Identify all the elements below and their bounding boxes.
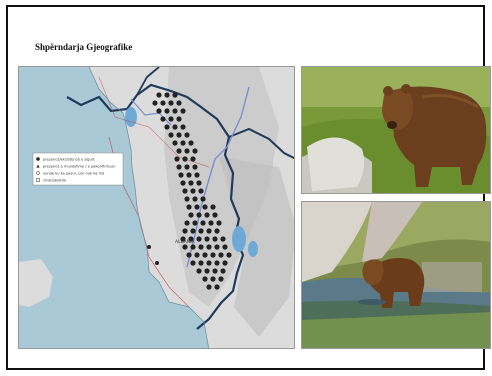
legend-open-circle-icon bbox=[36, 171, 40, 175]
bear-head bbox=[362, 259, 384, 285]
legend-item-2: prezencë e mundshme / e pakonfirmuar bbox=[43, 165, 116, 169]
bear-body bbox=[390, 86, 487, 187]
road-2 bbox=[98, 76, 210, 168]
legend-item-1: prezencë/ekzistencë e sigurt bbox=[43, 158, 95, 162]
border-north bbox=[136, 67, 160, 96]
legend-triangle-icon bbox=[36, 164, 40, 168]
bear-photo-bottom-image bbox=[302, 202, 490, 348]
land-italy bbox=[19, 259, 53, 307]
map-legend: prezencë/ekzistencë e sigurt prezencë e … bbox=[32, 152, 124, 186]
legend-item-4: riintroduktim bbox=[43, 179, 67, 183]
lake-shkodra bbox=[125, 107, 137, 127]
country-label: ALBANIA bbox=[175, 239, 195, 245]
legend-item-3: vende ku ka pasur, por nuk ka më bbox=[43, 172, 105, 176]
legend-filled-circle-icon bbox=[36, 157, 40, 161]
bear-photo-top-image bbox=[302, 67, 490, 193]
bear-photo-bottom bbox=[301, 201, 491, 349]
bear-head bbox=[382, 89, 413, 130]
map-svg: prezencë/ekzistencë e sigurt prezencë e … bbox=[19, 67, 294, 348]
lake-prespa bbox=[248, 241, 258, 257]
lake-ohrid bbox=[232, 226, 246, 252]
bear-photo-top bbox=[301, 66, 491, 194]
coastline bbox=[88, 67, 209, 348]
distribution-map: prezencë/ekzistencë e sigurt prezencë e … bbox=[18, 66, 295, 349]
legend-square-icon bbox=[36, 178, 40, 182]
distribution-dots bbox=[147, 92, 232, 290]
page-title: Shpërndarja Gjeografike bbox=[35, 42, 133, 52]
border-east bbox=[228, 127, 294, 160]
river bbox=[186, 86, 250, 268]
